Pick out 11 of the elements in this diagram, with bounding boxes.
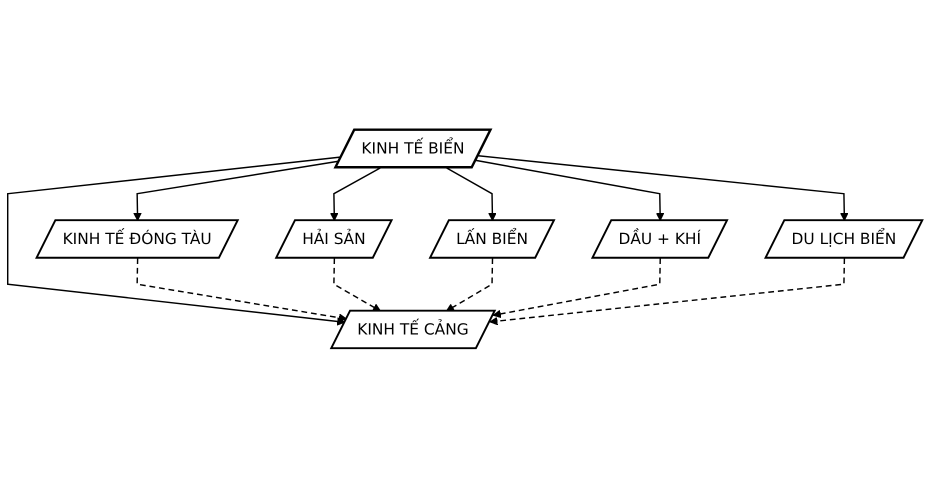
arrow	[333, 258, 382, 312]
arrow	[478, 154, 848, 221]
arrow	[7, 156, 346, 326]
arrow	[136, 258, 347, 322]
arrow	[489, 258, 846, 325]
arrow	[446, 258, 494, 312]
arrow	[330, 166, 381, 221]
arrow	[446, 166, 497, 221]
arrow	[476, 159, 664, 221]
arrow	[133, 160, 340, 221]
arrow	[492, 258, 661, 318]
